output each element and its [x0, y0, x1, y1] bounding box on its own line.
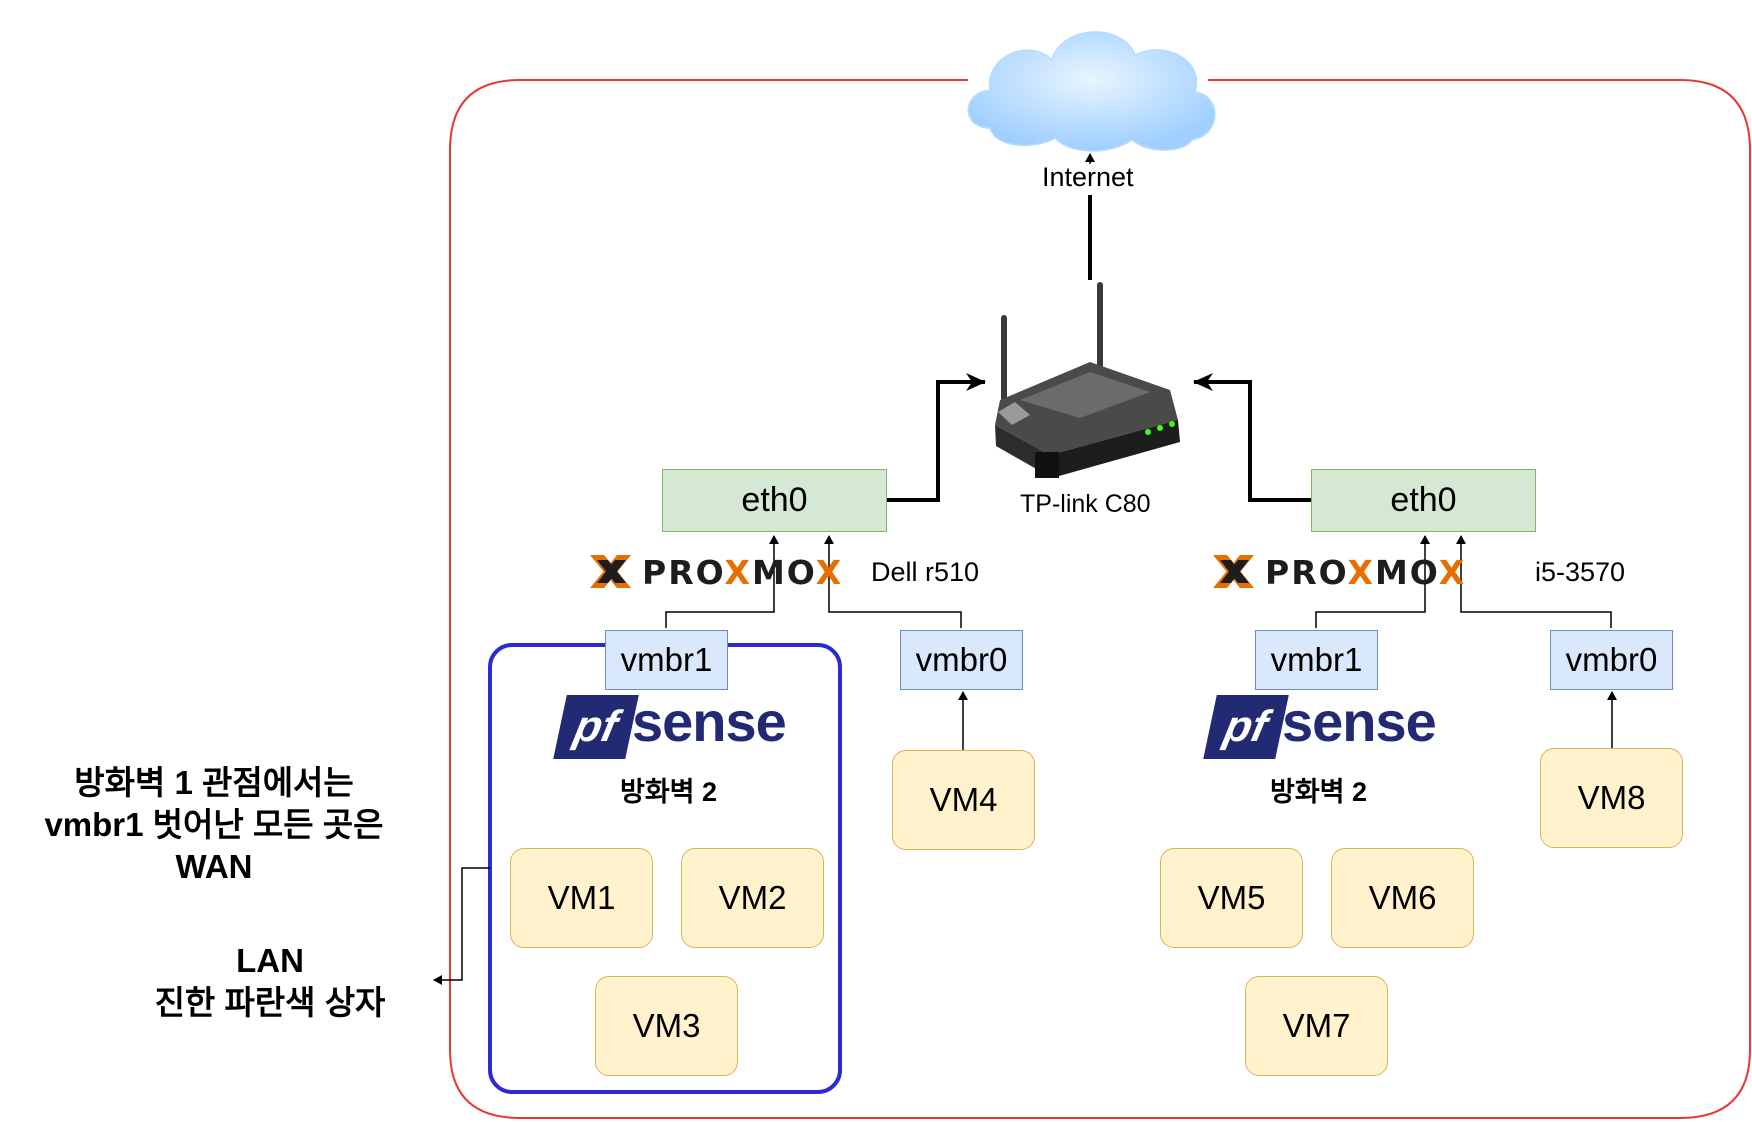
wan-annotation-line1: 방화벽 1 관점에서는 — [74, 764, 354, 801]
pfsense-pf-badge: pf — [553, 695, 639, 759]
left-vmbr1-bridge[interactable]: vmbr1 — [605, 630, 728, 690]
internet-label: Internet — [1042, 162, 1134, 192]
proxmox-x-icon — [1213, 555, 1254, 588]
network-boundary — [449, 79, 1751, 1119]
right-pfsense-logo: pf sense — [1203, 690, 1440, 761]
proxmox-logo-text: PROXMOX — [1265, 553, 1467, 592]
router-icon — [995, 282, 1180, 478]
vm8-box[interactable]: VM8 — [1540, 748, 1683, 848]
wan-annotation-line3: WAN — [175, 848, 253, 885]
proxmox-logo-text: PROXMOX — [642, 553, 844, 592]
wan-annotation: 방화벽 1 관점에서는 vmbr1 벗어난 모든 곳은 WAN — [12, 762, 416, 888]
vm6-box[interactable]: VM6 — [1331, 848, 1474, 948]
left-proxmox-logo: PROXMOX — [642, 553, 843, 592]
vm2-box[interactable]: VM2 — [681, 848, 824, 948]
left-eth0-interface[interactable]: eth0 — [662, 469, 887, 532]
right-host-label: i5-3570 — [1535, 557, 1626, 587]
vm7-box[interactable]: VM7 — [1245, 976, 1388, 1076]
right-vmbr0-bridge[interactable]: vmbr0 — [1550, 630, 1673, 690]
vm1-box[interactable]: VM1 — [510, 848, 653, 948]
vm5-box[interactable]: VM5 — [1160, 848, 1303, 948]
left-host-label: Dell r510 — [871, 557, 980, 587]
vm4-box[interactable]: VM4 — [892, 750, 1035, 850]
right-firewall-label: 방화벽 2 — [1270, 777, 1368, 807]
lan-annotation-line1: LAN — [236, 942, 304, 979]
lan-annotation: LAN 진한 파란색 상자 — [130, 940, 410, 1024]
cloud-icon — [967, 31, 1216, 152]
pfsense-wordmark: sense — [632, 690, 787, 753]
left-pfsense-logo: pf sense — [553, 690, 790, 761]
left-firewall-label: 방화벽 2 — [620, 777, 718, 807]
lan-annotation-line2: 진한 파란색 상자 — [154, 984, 386, 1021]
router-label: TP-link C80 — [1020, 490, 1151, 518]
pfsense-wordmark: sense — [1282, 690, 1437, 753]
pfsense-pf-badge: pf — [1203, 695, 1289, 759]
right-vmbr1-bridge[interactable]: vmbr1 — [1255, 630, 1378, 690]
right-proxmox-logo: PROXMOX — [1265, 553, 1466, 592]
left-vmbr0-bridge[interactable]: vmbr0 — [900, 630, 1023, 690]
wan-annotation-line2: vmbr1 벗어난 모든 곳은 — [44, 806, 384, 843]
right-eth0-interface[interactable]: eth0 — [1311, 469, 1536, 532]
vm3-box[interactable]: VM3 — [595, 976, 738, 1076]
proxmox-x-icon — [590, 555, 631, 588]
